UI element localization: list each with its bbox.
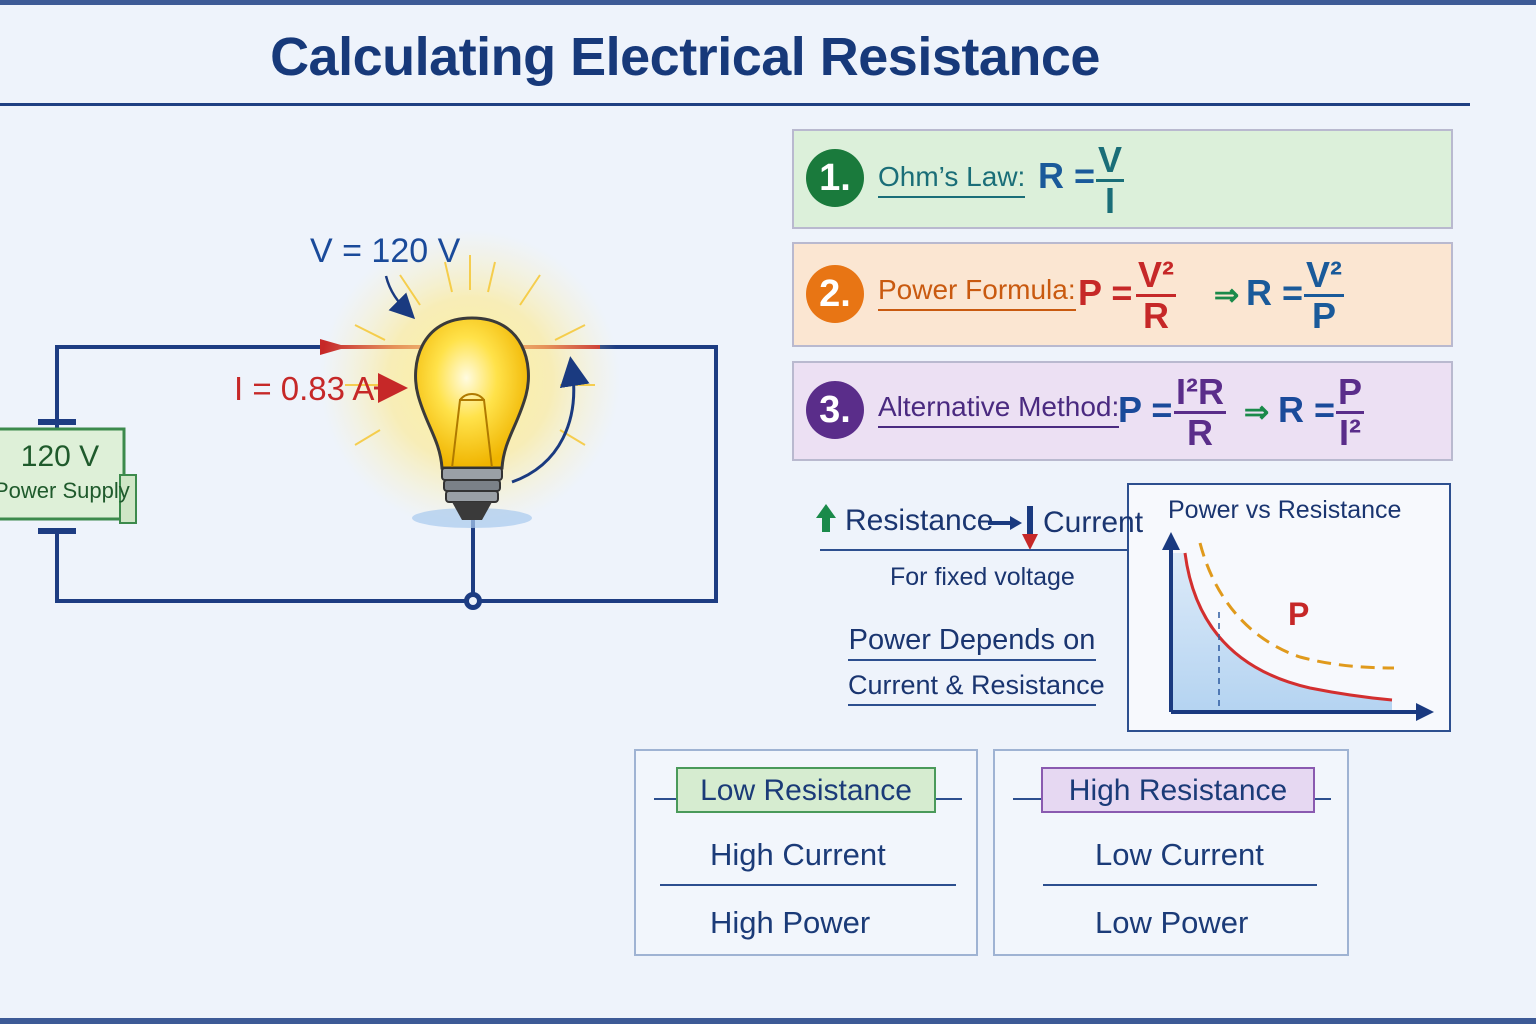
voltage-label: V = 120 V — [310, 232, 461, 270]
method-3-rhs-fraction: P I² — [1336, 371, 1365, 453]
method-3-lhs: P — [1118, 389, 1142, 430]
method-1-denominator: I — [1105, 180, 1116, 221]
equals-sign: = — [1304, 389, 1336, 430]
low-resistance-panel: Low Resistance High Current High Power — [634, 749, 978, 956]
page-title: Calculating Electrical Resistance — [270, 27, 1100, 87]
method-ohms-law: 1. Ohm’s Law: R = V I — [792, 129, 1453, 229]
leads-to-arrow-icon — [988, 516, 1022, 530]
method-1-fraction: V I — [1096, 139, 1125, 221]
low-resistance-header: Low Resistance — [676, 767, 936, 813]
implies-arrow-icon: ⇒ — [1244, 396, 1270, 429]
supply-name-label: Power Supply — [0, 478, 130, 503]
step-3-badge: 3. — [806, 381, 864, 439]
title-rule — [0, 103, 1470, 106]
step-2-badge: 2. — [806, 265, 864, 323]
method-2-lhs: P — [1078, 272, 1102, 313]
bottom-border — [0, 1018, 1536, 1024]
high-row-2: Low Power — [1095, 905, 1249, 940]
method-power-formula: 2. Power Formula: P = V² R ⇒ R = V² P — [792, 242, 1453, 347]
method-2-numerator: V² — [1136, 254, 1176, 297]
relation-resistance: Resistance — [845, 504, 994, 537]
curved-arrow-icon — [511, 356, 590, 484]
method-1-label: Ohm’s Law: — [878, 161, 1026, 198]
depends-line-2: Current & Resistance — [848, 670, 1105, 706]
depends-line-1: Power Depends on — [848, 624, 1096, 661]
voltage-pointer-icon — [384, 275, 416, 320]
current-down-icon — [1022, 506, 1038, 550]
low-row-1: High Current — [710, 837, 886, 872]
relation-current: Current — [1043, 506, 1144, 539]
method-1-numerator: V — [1096, 139, 1125, 182]
method-3-numerator: I²R — [1174, 371, 1226, 414]
relation-note: For fixed voltage — [890, 563, 1075, 591]
low-row-2: High Power — [710, 905, 871, 940]
equals-sign: = — [1064, 155, 1096, 196]
method-alternative: 3. Alternative Method: P = I²R R ⇒ R = P… — [792, 361, 1453, 461]
step-1-badge: 1. — [806, 149, 864, 207]
supply-voltage-label: 120 V — [20, 440, 100, 473]
power-resistance-graph — [1127, 483, 1451, 732]
method-3-rhs-lhs: R — [1278, 389, 1304, 430]
graph-title: Power vs Resistance — [1168, 496, 1402, 524]
top-border — [0, 0, 1536, 5]
method-1-lhs: R — [1038, 155, 1064, 196]
method-2-fraction: V² R — [1136, 256, 1176, 335]
current-label: I = 0.83 A — [234, 370, 375, 407]
method-2-label: Power Formula: — [878, 274, 1076, 311]
method-2-rhs-fraction: V² P — [1304, 256, 1344, 335]
power-supply — [0, 427, 137, 524]
equals-sign: = — [1272, 272, 1304, 313]
method-3-rhs-numerator: P — [1336, 371, 1365, 414]
method-3-fraction: I²R R — [1174, 373, 1226, 452]
high-resistance-panel: High Resistance Low Current Low Power — [993, 749, 1349, 956]
equals-sign: = — [1101, 272, 1133, 313]
implies-arrow-icon: ⇒ — [1214, 279, 1240, 312]
resistance-up-icon — [816, 504, 836, 532]
high-row-1: Low Current — [1095, 837, 1264, 872]
graph-curve-label: P — [1288, 596, 1310, 632]
method-2-rhs-denominator: P — [1311, 295, 1336, 336]
method-2-rhs-lhs: R — [1246, 272, 1272, 313]
method-3-denominator: R — [1187, 412, 1213, 453]
method-2-denominator: R — [1143, 295, 1169, 336]
method-3-label: Alternative Method: — [878, 391, 1120, 428]
method-2-rhs-numerator: V² — [1304, 254, 1344, 297]
equals-sign: = — [1141, 389, 1173, 430]
method-3-rhs-denominator: I² — [1339, 412, 1361, 453]
high-resistance-header: High Resistance — [1041, 767, 1315, 813]
